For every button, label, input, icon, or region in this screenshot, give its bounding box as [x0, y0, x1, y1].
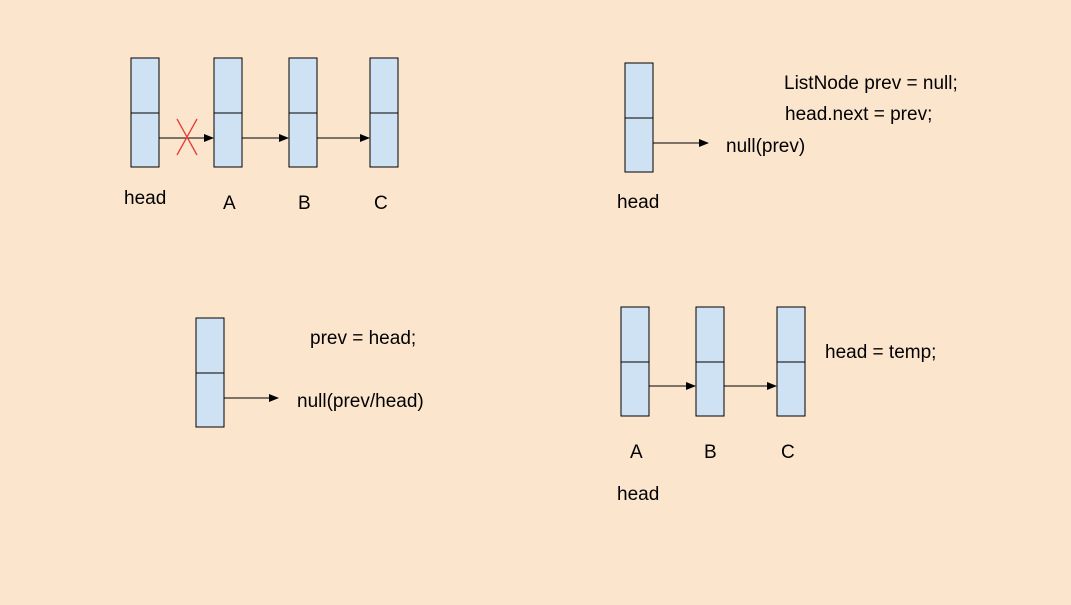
node-c — [369, 57, 399, 168]
label-b: B — [298, 193, 311, 214]
label-b-4: B — [704, 442, 717, 463]
label-head-2: head — [617, 192, 660, 213]
node-b-4 — [695, 306, 725, 417]
label-c: C — [374, 193, 388, 214]
label-c-4: C — [781, 442, 795, 463]
node-b-next-cell — [288, 112, 318, 168]
label-null-prev: null(prev) — [726, 136, 806, 157]
panel-move-head — [620, 306, 806, 417]
node-b-4-next-cell — [695, 361, 725, 417]
node-c-next-cell — [369, 112, 399, 168]
node-c-4-value-cell — [776, 306, 806, 363]
node-a-next-cell — [213, 112, 243, 168]
node-head-2-next-cell — [624, 117, 654, 173]
cross-mark — [176, 118, 198, 156]
node-a-4-value-cell — [620, 306, 650, 363]
node-c-value-cell — [369, 57, 399, 114]
node-a-4 — [620, 306, 650, 417]
node-c-4 — [776, 306, 806, 417]
label-null-prev-head: null(prev/head) — [297, 391, 424, 412]
node-head-2-value-cell — [624, 62, 654, 119]
panel-reverse-link — [130, 57, 399, 168]
node-head — [130, 57, 160, 168]
label-a-4: A — [630, 442, 643, 463]
node-b-value-cell — [288, 57, 318, 114]
node-head-next-cell — [130, 112, 160, 168]
panel-init-prev — [624, 62, 709, 173]
node-head-value-cell — [130, 57, 160, 114]
node-a-4-next-cell — [620, 361, 650, 417]
node-a-value-cell — [213, 57, 243, 114]
code-line-listnode-prev: ListNode prev = null; — [784, 73, 958, 94]
node-head-2 — [624, 62, 654, 173]
code-line-prev-head: prev = head; — [310, 328, 417, 349]
node-b-4-value-cell — [695, 306, 725, 363]
panel-move-prev — [195, 317, 279, 428]
node-b — [288, 57, 318, 168]
label-a: A — [223, 193, 236, 214]
node-a — [213, 57, 243, 168]
label-head: head — [124, 188, 167, 209]
node-prev-value-cell — [195, 317, 225, 374]
code-line-head-next: head.next = prev; — [785, 104, 933, 125]
code-line-head-temp: head = temp; — [825, 342, 937, 363]
label-head-4: head — [617, 484, 660, 505]
node-prev-next-cell — [195, 372, 225, 428]
node-c-4-next-cell — [776, 361, 806, 417]
node-prev — [195, 317, 225, 428]
